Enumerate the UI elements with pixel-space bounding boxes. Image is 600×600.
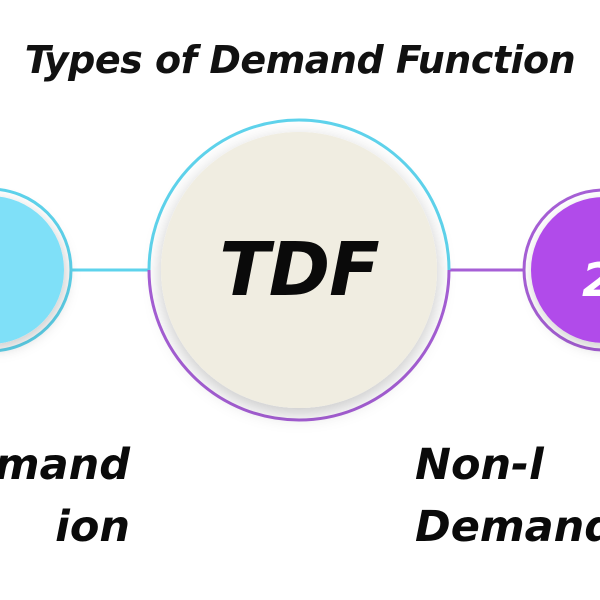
left-node (0, 188, 73, 352)
center-node-circle (161, 132, 437, 408)
center-node-label: TDF (219, 227, 379, 313)
diagram-title: Types of Demand Function (24, 38, 576, 82)
right-node-label: Non-l Demand (415, 434, 600, 558)
right-node-ring (522, 188, 600, 352)
left-node-circle (0, 196, 64, 344)
right-node-label-line-2: Demand (415, 502, 600, 552)
left-node-label: emand ion (0, 434, 130, 558)
center-node-ring-top (147, 118, 451, 271)
center-node-ring-bottom (147, 269, 451, 422)
right-node-number: 2 (582, 250, 600, 310)
right-node (522, 188, 600, 352)
right-node-label-line-1: Non-l (415, 440, 544, 490)
center-node (147, 118, 451, 422)
left-node-ring (0, 188, 73, 352)
left-node-label-line-2: ion (55, 502, 130, 552)
right-node-circle (531, 197, 600, 343)
left-node-label-line-1: emand (0, 440, 130, 490)
